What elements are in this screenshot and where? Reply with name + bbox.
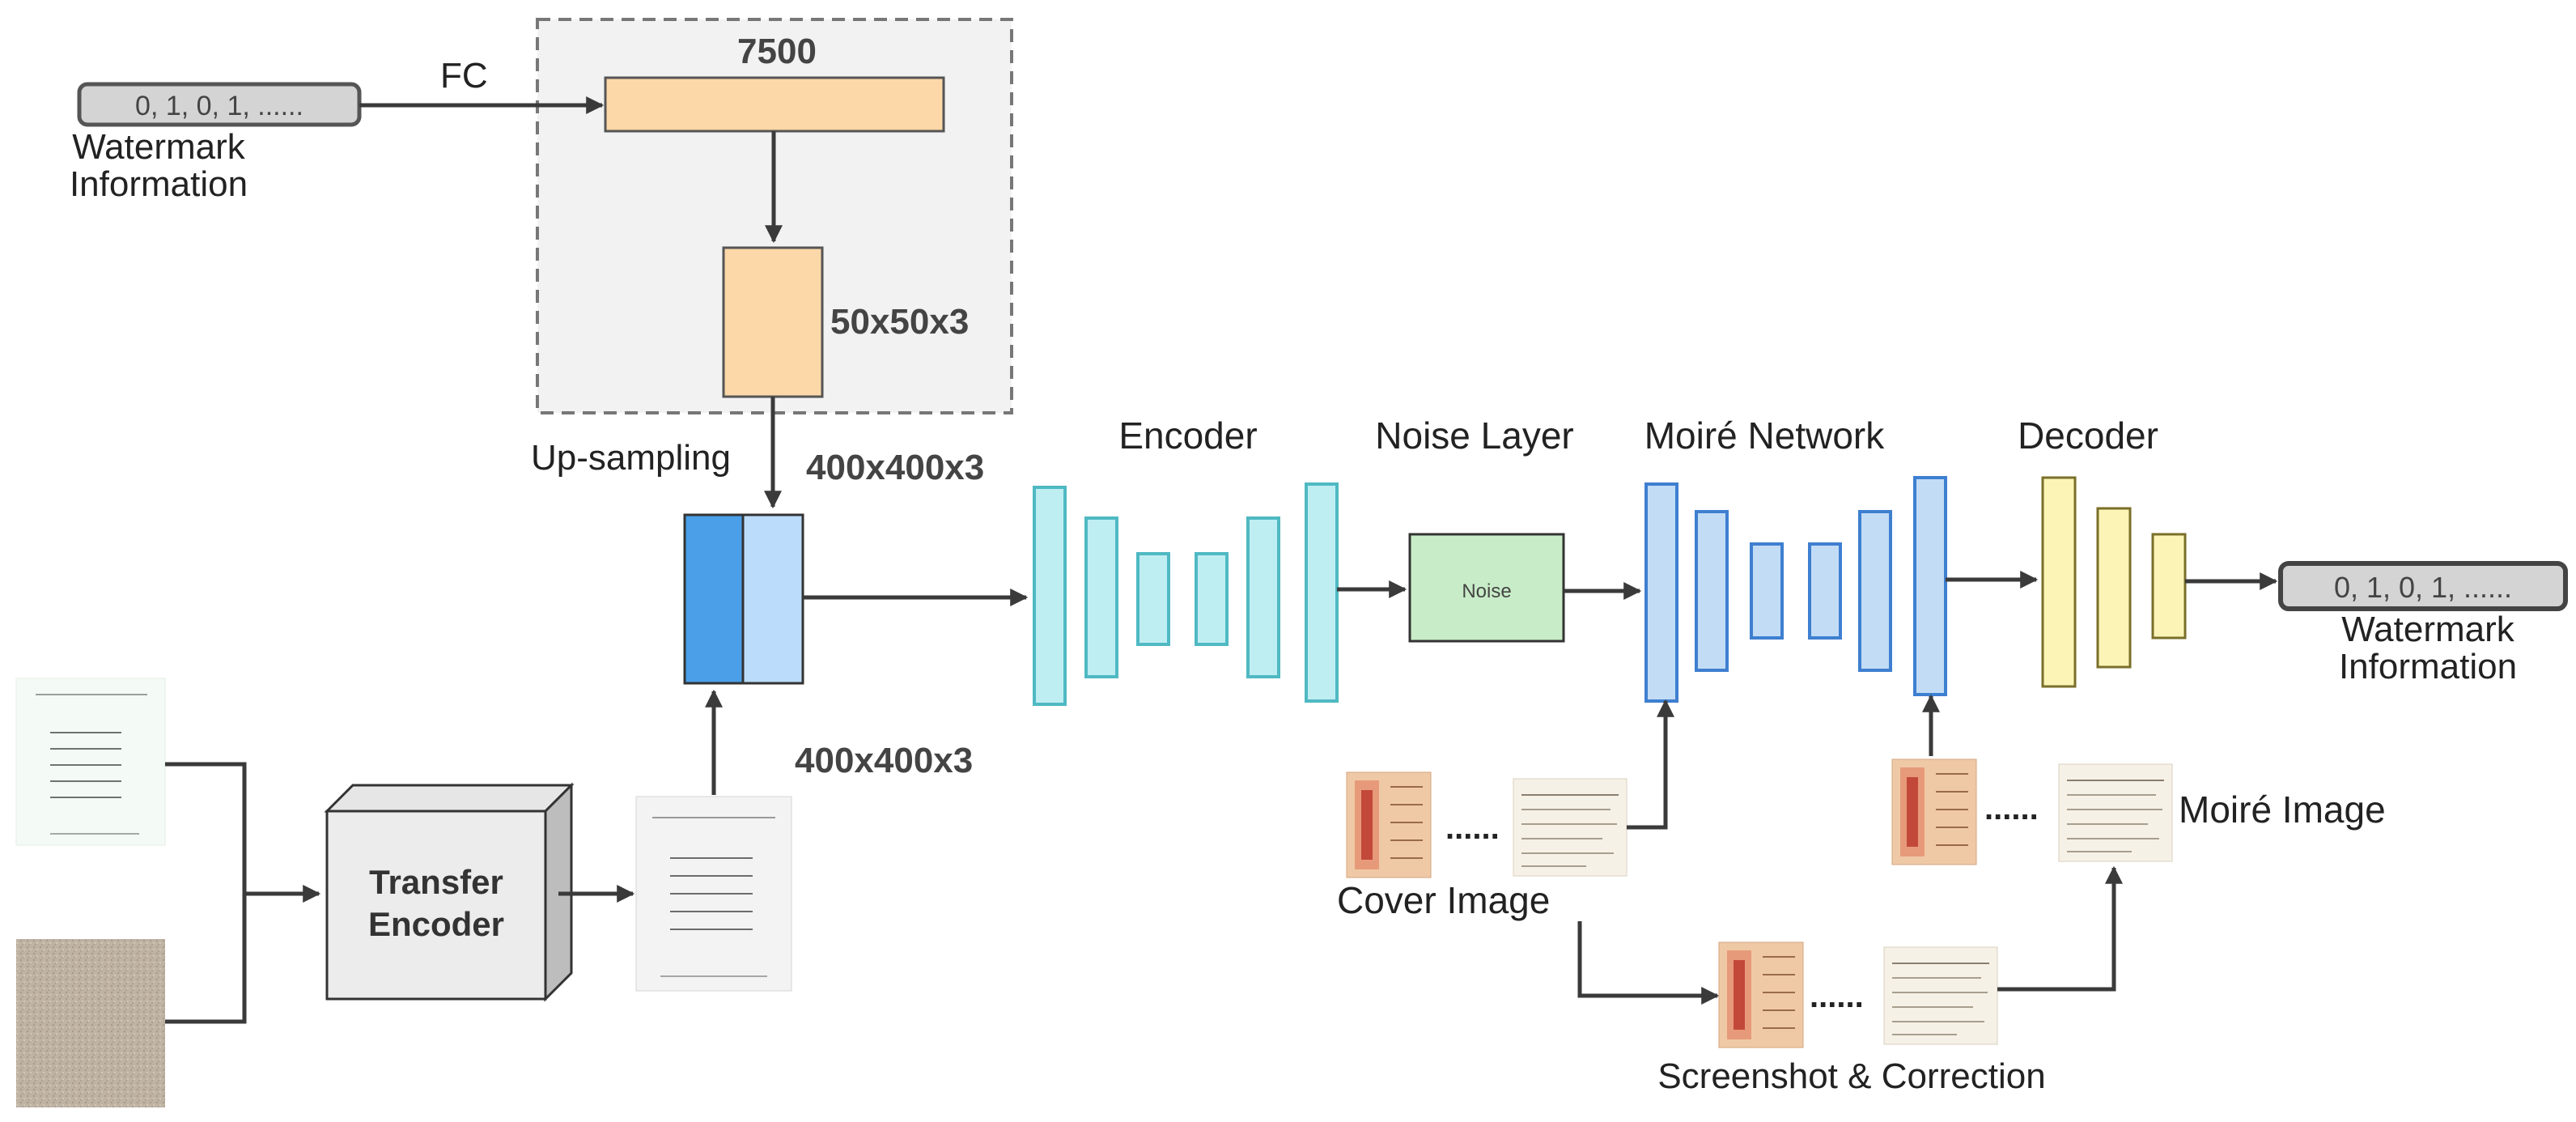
moire-image-stamp-thumb (1891, 759, 1977, 865)
concat-block (683, 513, 804, 685)
moire-layer-6 (1913, 476, 1947, 696)
upsampling-output-size: 400x400x3 (806, 448, 984, 487)
watermark-output-bits: 0, 1, 0, 1, ...... (2334, 571, 2512, 604)
moire-image-label: Moiré Image (2179, 788, 2386, 831)
cover-image-doc-thumb (1513, 778, 1628, 877)
watermark-output-bits-box (2278, 561, 2568, 611)
cover-to-screenshot-arrow (1577, 921, 1720, 1005)
cover-image-ellipsis: ...... (1445, 810, 1500, 846)
watermark-input-label-1: Watermark (72, 127, 245, 167)
screenshot-to-moire-image-arrow (1997, 865, 2123, 992)
watermark-output: 0, 1, 0, 1, ...... Watermark Information (2278, 561, 2568, 686)
content-to-encoder-line (165, 762, 247, 894)
moire-network-label: Moiré Network (1644, 414, 1886, 457)
screenshot-stamp-thumb (1718, 941, 1804, 1048)
encoder-layer-1 (1033, 486, 1067, 706)
watermark-output-label-2: Information (2339, 647, 2517, 686)
decoder-label: Decoder (2018, 414, 2158, 457)
noise-box (1408, 533, 1565, 643)
content-image (15, 678, 166, 846)
moire-layer-5 (1858, 510, 1892, 672)
cover-image-stamp-thumb (1346, 771, 1432, 878)
fc-layer-box (604, 76, 945, 133)
decoder-layer-2 (2096, 507, 2132, 669)
encoder-layer-4 (1195, 552, 1229, 646)
concat-watermark-channel (683, 513, 745, 685)
fc-label: FC (440, 56, 488, 96)
transfer-encoder-label-2: Encoder (368, 905, 504, 943)
watermark-input: 0, 1, 0, 1, ...... Watermark Information (70, 82, 362, 204)
noise-box-text: Noise (1462, 580, 1511, 602)
style-to-encoder-line (165, 894, 247, 1024)
encoder-layer-2 (1084, 516, 1118, 678)
fc-size-label: 7500 (737, 32, 817, 71)
watermark-input-label-2: Information (70, 164, 248, 204)
transfer-encoder-label-1: Transfer (369, 863, 503, 901)
transfer-encoder-cube: Transfer Encoder (324, 782, 575, 1002)
cover-image-label: Cover Image (1337, 879, 1550, 921)
noise-layer-label: Noise Layer (1375, 414, 1573, 457)
moire-layer-1 (1644, 482, 1678, 703)
screenshot-label: Screenshot & Correction (1657, 1056, 2045, 1096)
cover-image-pair: ...... (1346, 771, 1628, 878)
reshape-box (722, 246, 824, 398)
decoder-layer-3 (2151, 533, 2187, 640)
encoder-layer-6 (1305, 482, 1339, 703)
cover-to-moire-arrow (1627, 699, 1674, 830)
watermark-output-label-1: Watermark (2341, 610, 2514, 649)
upsampling-label: Up-sampling (531, 438, 731, 478)
moire-network-stack (1644, 476, 1947, 703)
moire-image-doc-thumb (2058, 763, 2173, 862)
encoder-stack (1033, 482, 1339, 706)
transfer-output-size: 400x400x3 (795, 741, 973, 780)
screenshot-ellipsis: ...... (1810, 979, 1864, 1014)
style-texture-image (16, 939, 165, 1107)
concat-image-channel (741, 513, 804, 685)
reshape-size-label: 50x50x3 (830, 302, 969, 342)
decoder-layer-1 (2041, 476, 2077, 688)
moire-layer-2 (1695, 510, 1729, 672)
watermark-input-bits: 0, 1, 0, 1, ...... (135, 91, 303, 121)
encoder-layer-3 (1136, 552, 1170, 646)
moire-image-ellipsis: ...... (1984, 791, 2039, 827)
moire-image-pair: ...... (1891, 759, 2173, 865)
moire-layer-4 (1808, 542, 1842, 640)
screenshot-doc-thumb (1883, 946, 1998, 1045)
upsampling-block: 7500 50x50x3 (536, 18, 1013, 414)
encoder-layer-5 (1246, 516, 1280, 678)
screenshot-pair: ...... (1718, 941, 1998, 1048)
transferred-image (635, 796, 792, 992)
decoder-stack (2041, 476, 2187, 688)
encoder-label: Encoder (1118, 414, 1257, 457)
moire-layer-3 (1750, 542, 1784, 640)
